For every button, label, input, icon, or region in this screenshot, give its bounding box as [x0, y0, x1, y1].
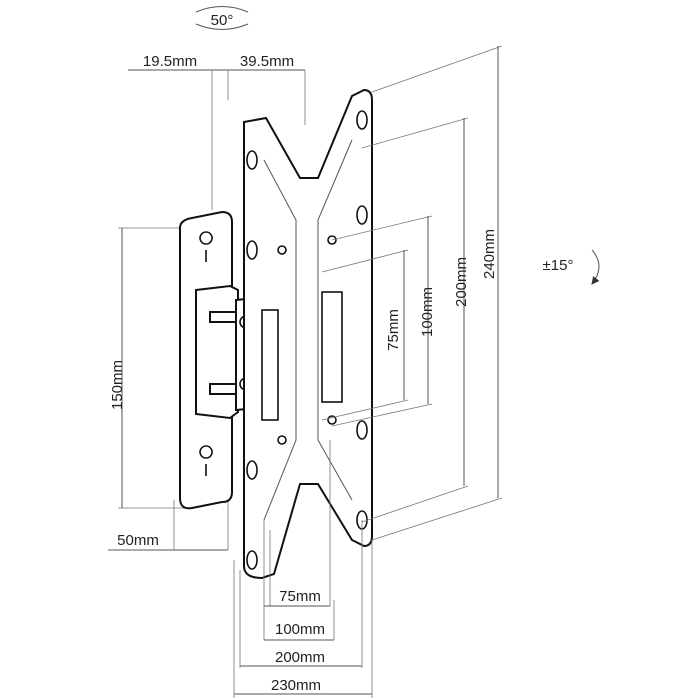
- bottom-dimensions: 75mm 100mm 200mm 230mm: [233, 440, 373, 698]
- wall-keyhole-bottom: [199, 445, 213, 476]
- dim-v200: 200mm: [453, 257, 470, 307]
- vesa-plate: [243, 88, 373, 580]
- dim-left-height: 150mm: [109, 360, 126, 410]
- dim-bottom-left: 50mm: [117, 532, 159, 549]
- swivel-arrow: [591, 249, 600, 285]
- swivel-label: ±15°: [543, 257, 574, 274]
- dim-h75: 75mm: [279, 588, 321, 605]
- dim-top-right: 39.5mm: [240, 53, 294, 70]
- bottom-left-dimension: 50mm: [108, 500, 229, 551]
- top-dimensions: 19.5mm 39.5mm: [128, 53, 306, 210]
- tilt-arc-top: [195, 6, 249, 13]
- swivel-indicator: ±15°: [543, 249, 600, 285]
- dim-h230: 230mm: [271, 677, 321, 694]
- dim-h200: 200mm: [275, 649, 325, 666]
- tilt-arc-bottom: [195, 23, 249, 30]
- dim-v240: 240mm: [481, 229, 498, 279]
- dim-h100: 100mm: [275, 621, 325, 638]
- tilt-label: 50°: [211, 12, 234, 29]
- dim-v75: 75mm: [385, 309, 402, 351]
- dim-top-left: 19.5mm: [143, 53, 197, 70]
- tilt-indicator: 50°: [195, 6, 249, 30]
- right-dimensions: 75mm 100mm 200mm 240mm: [321, 45, 503, 541]
- wall-keyhole-top: [199, 231, 213, 262]
- dim-v100: 100mm: [419, 287, 436, 337]
